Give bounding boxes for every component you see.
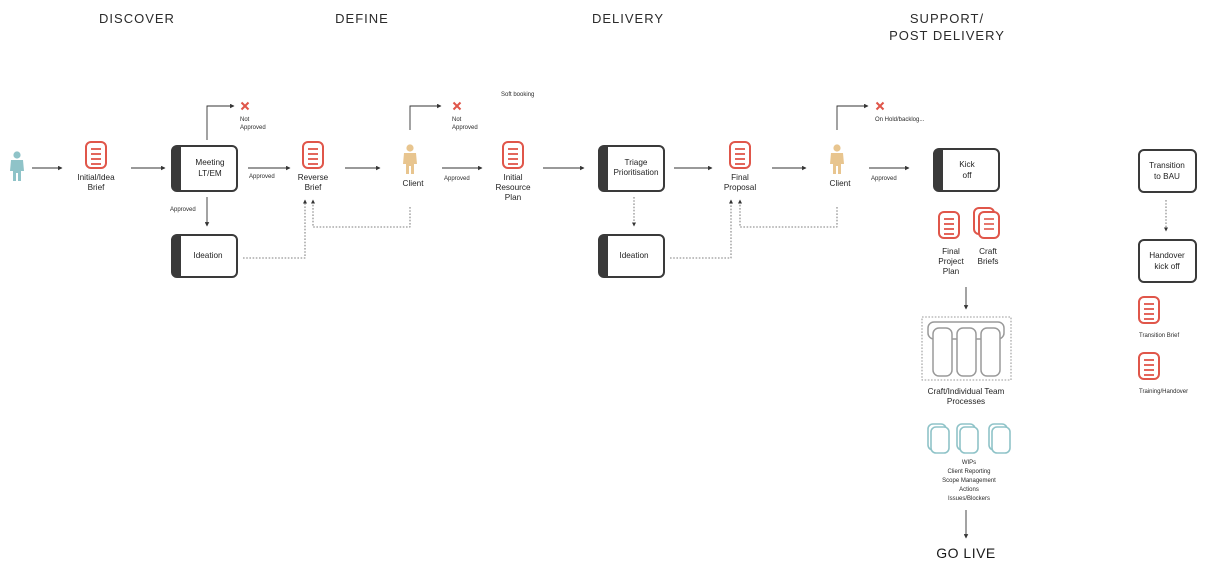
transition-brief-label: Transition Brief bbox=[1139, 333, 1179, 339]
project-plan-label-1: Final bbox=[942, 247, 960, 256]
handover-box: Handover kick off bbox=[1138, 239, 1197, 283]
wip-item-2: Client Reporting bbox=[947, 469, 990, 475]
stacked-documents-icon bbox=[973, 207, 1000, 239]
phase-delivery: DELIVERY bbox=[592, 11, 664, 26]
not-approved-2b: Approved bbox=[452, 125, 478, 131]
reverse-brief-label-2: Brief bbox=[305, 183, 323, 192]
wip-item-1: WIPs bbox=[962, 460, 976, 466]
kickoff-label-1: Kick bbox=[959, 160, 975, 169]
person-icon bbox=[403, 144, 417, 174]
document-icon bbox=[85, 141, 107, 169]
wip-item-3: Scope Management bbox=[942, 478, 996, 484]
phase-support-line2: POST DELIVERY bbox=[889, 28, 1005, 43]
on-hold-label: On Hold/backlog... bbox=[875, 117, 925, 123]
team-processes-label-2: Processes bbox=[947, 397, 985, 406]
team-processes-label-1: Craft/Individual Team bbox=[928, 387, 1005, 396]
wip-item-5: Issues/Blockers bbox=[948, 496, 990, 502]
team-processes-icon bbox=[921, 316, 1012, 381]
not-approved-1b: Approved bbox=[240, 125, 266, 131]
transition-bau-box: Transition to BAU bbox=[1138, 149, 1197, 193]
resource-plan-label-3: Plan bbox=[505, 193, 522, 202]
meeting-label-1: Meeting bbox=[195, 158, 225, 167]
meeting-box: Meeting LT/EM bbox=[171, 145, 238, 192]
resource-plan-label-2: Resource bbox=[495, 183, 530, 192]
stacked-documents-icon bbox=[927, 423, 950, 454]
not-approved-2a: Not bbox=[452, 117, 462, 123]
approved-down-label: Approved bbox=[170, 207, 196, 213]
person-icon bbox=[10, 151, 24, 181]
ideation-box-2: Ideation bbox=[598, 234, 665, 278]
final-proposal-label-2: Proposal bbox=[724, 183, 756, 192]
document-icon bbox=[938, 211, 960, 239]
meeting-label-2: LT/EM bbox=[198, 169, 222, 178]
x-icon bbox=[875, 101, 885, 111]
resource-plan-label-1: Initial bbox=[503, 173, 522, 182]
initial-brief-label-2: Brief bbox=[88, 183, 106, 192]
triage-label-2: Prioritisation bbox=[613, 168, 658, 177]
x-icon bbox=[240, 101, 250, 111]
ideation-label-2: Ideation bbox=[619, 251, 649, 260]
project-plan-label-2: Project bbox=[938, 257, 964, 266]
reverse-brief-label-1: Reverse bbox=[298, 173, 329, 182]
phase-define: DEFINE bbox=[335, 11, 389, 26]
training-handover-label: Training/Handover bbox=[1139, 389, 1188, 395]
go-live-label: GO LIVE bbox=[936, 545, 996, 561]
final-proposal-label-1: Final bbox=[731, 173, 749, 182]
initial-brief-label-1: Initial/Idea bbox=[77, 173, 115, 182]
stacked-documents-icon bbox=[988, 423, 1011, 454]
client-label-1: Client bbox=[403, 179, 425, 188]
document-icon bbox=[1138, 352, 1160, 380]
person-icon bbox=[830, 144, 844, 174]
transition-bau-label-1: Transition bbox=[1149, 161, 1185, 170]
stacked-documents-icon bbox=[956, 423, 979, 454]
ideation-box-1: Ideation bbox=[171, 234, 238, 278]
client-label-2: Client bbox=[830, 179, 852, 188]
phase-discover: DISCOVER bbox=[99, 11, 175, 26]
document-icon bbox=[502, 141, 524, 169]
approved-label-1: Approved bbox=[249, 174, 275, 180]
wip-item-4: Actions bbox=[959, 487, 979, 493]
ideation-label-1: Ideation bbox=[193, 251, 223, 260]
document-icon bbox=[1138, 296, 1160, 324]
triage-box: Triage Prioritisation bbox=[598, 145, 665, 192]
craft-briefs-label-2: Briefs bbox=[978, 257, 999, 266]
project-plan-label-3: Plan bbox=[943, 267, 960, 276]
transition-bau-label-2: to BAU bbox=[1154, 172, 1180, 181]
phase-support-line1: SUPPORT/ bbox=[910, 11, 984, 26]
approved-label-2: Approved bbox=[444, 176, 470, 182]
approved-label-3: Approved bbox=[871, 176, 897, 182]
handover-label-2: kick off bbox=[1154, 262, 1180, 271]
not-approved-1a: Not bbox=[240, 117, 250, 123]
handover-label-1: Handover bbox=[1149, 251, 1185, 260]
document-icon bbox=[729, 141, 751, 169]
document-icon bbox=[302, 141, 324, 169]
triage-label-1: Triage bbox=[625, 158, 648, 167]
kickoff-box: Kick off bbox=[933, 148, 1000, 192]
x-icon bbox=[452, 101, 462, 111]
kickoff-label-2: off bbox=[963, 171, 973, 180]
soft-booking-label: Soft booking bbox=[501, 92, 534, 98]
craft-briefs-label-1: Craft bbox=[979, 247, 997, 256]
